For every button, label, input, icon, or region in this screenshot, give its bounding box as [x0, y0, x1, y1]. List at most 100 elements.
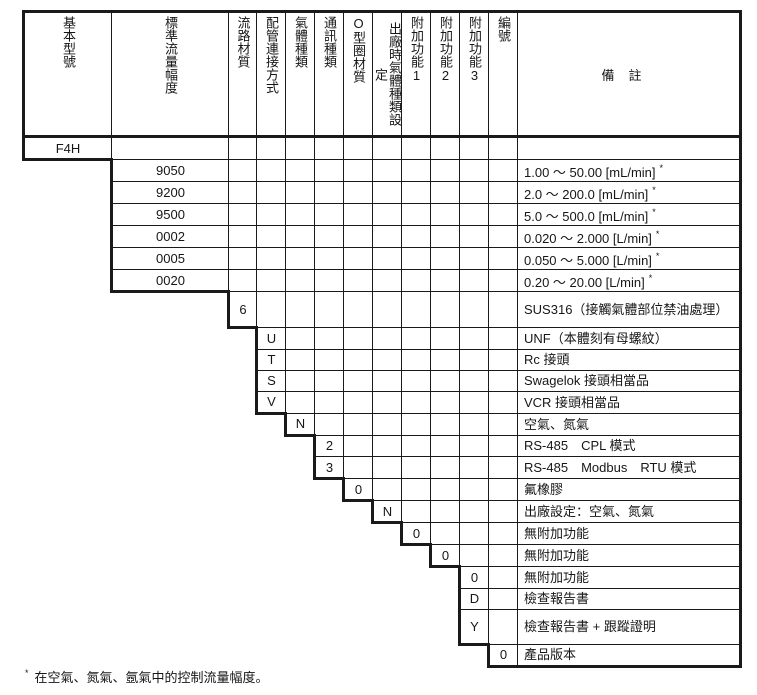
empty-cell: [286, 501, 315, 523]
empty-cell: [112, 523, 229, 545]
empty-cell: [401, 291, 431, 328]
code-cell: 0: [342, 478, 373, 502]
empty-cell: [112, 588, 229, 609]
empty-cell: [257, 609, 286, 644]
empty-cell: [112, 501, 229, 523]
empty-cell: [343, 181, 373, 204]
empty-cell: [257, 588, 286, 609]
remark-text: UNF（本體刻有母螺紋）: [524, 330, 668, 346]
footnote-marker: *: [659, 163, 664, 173]
column-header-label: 氣體種類: [293, 16, 308, 68]
empty-cell: [256, 181, 286, 204]
footnote-marker: *: [648, 273, 653, 283]
empty-cell: [314, 225, 344, 248]
remark-text: 產品版本: [524, 647, 577, 662]
column-header: 基本型號: [22, 10, 112, 138]
empty-cell: [344, 588, 373, 609]
empty-cell: [256, 159, 286, 182]
empty-cell: [112, 370, 229, 391]
remark-cell: 出廠設定：空氣、氮氣: [517, 500, 742, 523]
empty-cell: [314, 348, 344, 371]
empty-cell: [315, 545, 344, 567]
empty-cell: [430, 225, 460, 248]
empty-cell: [286, 644, 315, 666]
empty-cell: [430, 269, 460, 292]
column-header-label: 附加功能3: [467, 16, 482, 83]
remark-cell: 產品版本: [517, 643, 742, 668]
empty-cell: [488, 291, 518, 328]
empty-cell: [488, 500, 518, 523]
empty-cell: [430, 522, 460, 545]
remark-text: 氟橡膠: [524, 482, 564, 497]
empty-cell: [229, 479, 257, 501]
empty-cell: [24, 328, 112, 350]
empty-cell: [431, 644, 460, 666]
column-header-label: 編號: [496, 16, 511, 42]
empty-cell: [286, 588, 315, 609]
column-header-label: 出廠時氣體種類設定: [373, 22, 402, 126]
empty-cell: [112, 567, 229, 589]
empty-cell: [111, 136, 229, 160]
empty-cell: [401, 348, 431, 371]
empty-cell: [229, 370, 257, 391]
empty-cell: [402, 567, 431, 589]
table-row: 0 產品版本: [24, 643, 742, 668]
remark-cell: SUS316（接觸氣體部位禁油處理）: [517, 291, 742, 328]
empty-cell: [24, 479, 112, 501]
empty-cell: [285, 327, 315, 350]
column-header-label: O型圈材質: [351, 16, 366, 83]
empty-cell: [372, 136, 402, 160]
column-header: 通訊種類: [314, 10, 344, 138]
empty-cell: [286, 457, 315, 479]
empty-cell: [459, 369, 489, 392]
empty-cell: [24, 457, 112, 479]
empty-cell: [343, 369, 373, 392]
remark-text: 無附加功能: [524, 526, 590, 541]
empty-cell: [402, 588, 431, 609]
empty-cell: [229, 457, 257, 479]
empty-cell: [286, 435, 315, 457]
empty-cell: [257, 435, 286, 457]
empty-cell: [314, 369, 344, 392]
remark-text: SUS316（接觸氣體部位禁油處理）: [524, 302, 729, 317]
column-header-label: 通訊種類: [322, 16, 337, 68]
code-cell: 0: [487, 643, 518, 668]
empty-cell: [229, 328, 257, 350]
empty-cell: [459, 291, 489, 328]
empty-cell: [285, 136, 315, 160]
footnote-text: 在空氣、氮氣、氬氣中的控制流量幅度。: [34, 670, 269, 685]
empty-cell: [401, 327, 431, 350]
remark-cell: 檢查報告書: [517, 587, 742, 610]
empty-cell: [112, 435, 229, 457]
empty-cell: [229, 435, 257, 457]
empty-cell: [315, 523, 344, 545]
remark-cell: 檢查報告書 + 跟蹤證明: [517, 608, 742, 645]
empty-cell: [343, 348, 373, 371]
remark-cell: 0.050 ～ 5.000 [L/min]*: [517, 247, 742, 270]
remark-text: 0.020 ～ 2.000 [L/min]: [524, 231, 652, 246]
remark-cell: 0.20 ～ 20.00 [L/min]*: [517, 269, 742, 292]
empty-cell: [229, 545, 257, 567]
empty-cell: [430, 412, 460, 436]
code-cell: 9500: [110, 203, 229, 226]
empty-cell: [401, 181, 431, 204]
empty-cell: [488, 159, 518, 182]
empty-cell: [430, 136, 460, 160]
empty-cell: [459, 544, 489, 567]
empty-cell: [314, 327, 344, 350]
remark-text: VCR 接頭相當品: [524, 394, 621, 410]
empty-cell: [372, 203, 402, 226]
table-row: 0 氟橡膠: [24, 478, 742, 502]
empty-cell: [314, 291, 344, 328]
empty-cell: [488, 608, 518, 645]
empty-cell: [112, 292, 229, 328]
empty-cell: [257, 479, 286, 501]
empty-cell: [24, 226, 112, 248]
code-cell: 6: [227, 291, 257, 329]
empty-cell: [401, 369, 431, 392]
empty-cell: [229, 567, 257, 589]
